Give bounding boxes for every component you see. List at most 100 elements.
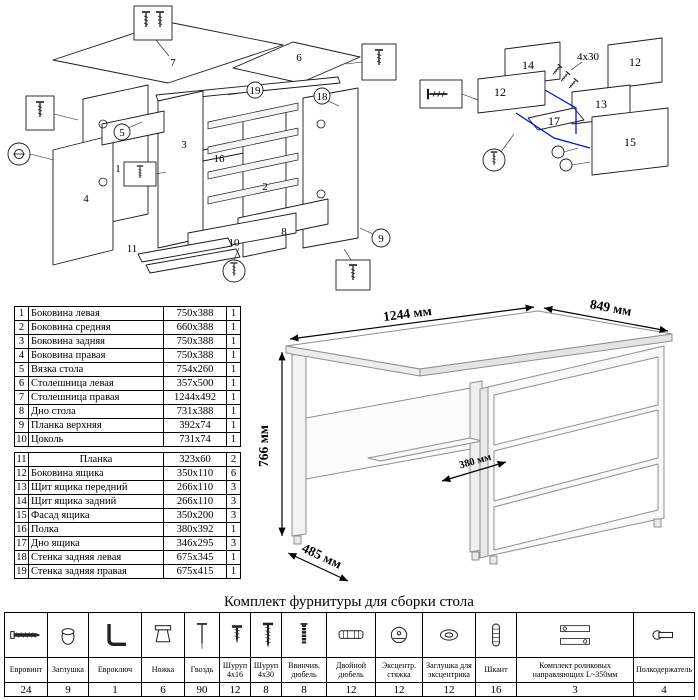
- part-label-7: 7: [170, 57, 176, 69]
- drawer-part-12a: 12: [629, 55, 641, 69]
- drawer-panels: [477, 37, 669, 176]
- hardware-item-label: Гвоздь: [184, 657, 220, 683]
- part-number: 6: [14, 376, 29, 391]
- part-size: 346x295: [163, 536, 227, 551]
- part-size: 750x388: [163, 306, 227, 321]
- dimension-arrows: [278, 304, 669, 582]
- detached-side-panel: [52, 134, 114, 266]
- part-size: 266x110: [163, 494, 227, 509]
- part-label-16: 16: [214, 153, 226, 165]
- part-size: 750x388: [163, 334, 227, 349]
- part-size: 380x392: [163, 522, 227, 537]
- dim-shelf-arrow: [441, 460, 507, 483]
- desk-top-edge-right: [419, 333, 673, 377]
- drawer-part-14: 14: [522, 58, 534, 72]
- hardware-item-qty: 90: [184, 682, 220, 697]
- cam-holes: [98, 119, 326, 199]
- tabletop-right-panel: [52, 21, 284, 84]
- part-qty: 2: [226, 452, 241, 467]
- part-callout-19: 19: [250, 85, 262, 97]
- drawer-part-15: 15: [624, 135, 636, 149]
- hardware-item-qty: 1: [88, 682, 142, 697]
- hardware-item-label: Шуруп 4x16: [219, 657, 251, 683]
- part-name: Столешница левая: [28, 376, 164, 391]
- part-number: 16: [14, 522, 29, 537]
- part-number: 5: [14, 362, 29, 377]
- part-number: 4: [14, 348, 29, 363]
- desk-foot: [653, 518, 662, 528]
- hardware-item-label: Евровинт: [4, 657, 48, 683]
- bottom-rail-2: [145, 248, 241, 274]
- shelf-support-icon: [633, 612, 695, 658]
- part-number: 2: [14, 320, 29, 335]
- part-label-3: 3: [181, 139, 187, 151]
- part-number: 14: [14, 494, 29, 509]
- desk-body: [285, 310, 673, 565]
- desk-back-panel: [305, 386, 477, 480]
- hardware-item-qty: 9: [47, 682, 89, 697]
- hardware-item-qty: 8: [250, 682, 282, 697]
- drawer-unit-side: [479, 386, 489, 559]
- part-label-11: 11: [127, 243, 138, 255]
- nail-icon: [184, 612, 220, 658]
- hardware-item-qty: 12: [375, 682, 423, 697]
- part-callout-18: 18: [317, 91, 329, 103]
- part-number: 13: [14, 480, 29, 495]
- part-size: 323x60: [163, 452, 227, 467]
- exploded-panels: [52, 21, 361, 274]
- part-name: Боковина левая: [28, 306, 164, 321]
- part-qty: 1: [226, 320, 241, 335]
- hardware-item-label: Эксцентр. стяжка: [375, 657, 423, 683]
- hardware-item-label: Полкодержатель: [633, 657, 695, 683]
- dim-front-label: 485 мм: [300, 540, 344, 571]
- dim-front-arrow: [287, 552, 349, 582]
- hardware-kit-caption: Комплект фурнитуры для сборки стола: [224, 594, 474, 610]
- drawer-part-numbers: 14 12 12 13 17 15 4x30: [494, 51, 641, 149]
- bottom-rail-1: [137, 237, 233, 263]
- part-size: 350x200: [163, 508, 227, 523]
- leg-icon: [141, 612, 185, 658]
- part-label-1: 1: [115, 163, 121, 175]
- drawer-front-middle: [493, 409, 659, 502]
- part-name: Дно ящика: [28, 536, 164, 551]
- part-label-2: 2: [262, 181, 268, 193]
- desk-left-panel: [291, 352, 307, 537]
- part-name: Стенка задняя правая: [28, 564, 164, 579]
- cam-callout-circle: [551, 145, 565, 159]
- part-number: 10: [14, 432, 29, 447]
- drawer-part-13: 13: [595, 97, 607, 111]
- exploded-desk-diagram: 19 18 5 9 7 6 3 16 2 4 8 10 1 11: [7, 5, 397, 291]
- hardware-item-qty: 12: [219, 682, 251, 697]
- part-name: Планка: [28, 452, 164, 467]
- part-size: 750x388: [163, 348, 227, 363]
- part-label-8: 8: [281, 226, 287, 238]
- hardware-item-label: Евроключ: [88, 657, 142, 683]
- drawer-leader-lines: [461, 61, 591, 166]
- hardware-item-label: Шуруп 4x30: [250, 657, 282, 683]
- part-name: Боковина правая: [28, 348, 164, 363]
- dim-depth-label: 849 мм: [589, 298, 633, 319]
- part-name: Цоколь: [28, 432, 164, 447]
- part-name: Планка верхняя: [28, 418, 164, 433]
- dim-width-label: 1244 мм: [382, 303, 432, 324]
- part-name: Полка: [28, 522, 164, 537]
- part-size: 731x74: [163, 432, 227, 447]
- part-number: 17: [14, 536, 29, 551]
- hardware-item-label: Ножка: [141, 657, 185, 683]
